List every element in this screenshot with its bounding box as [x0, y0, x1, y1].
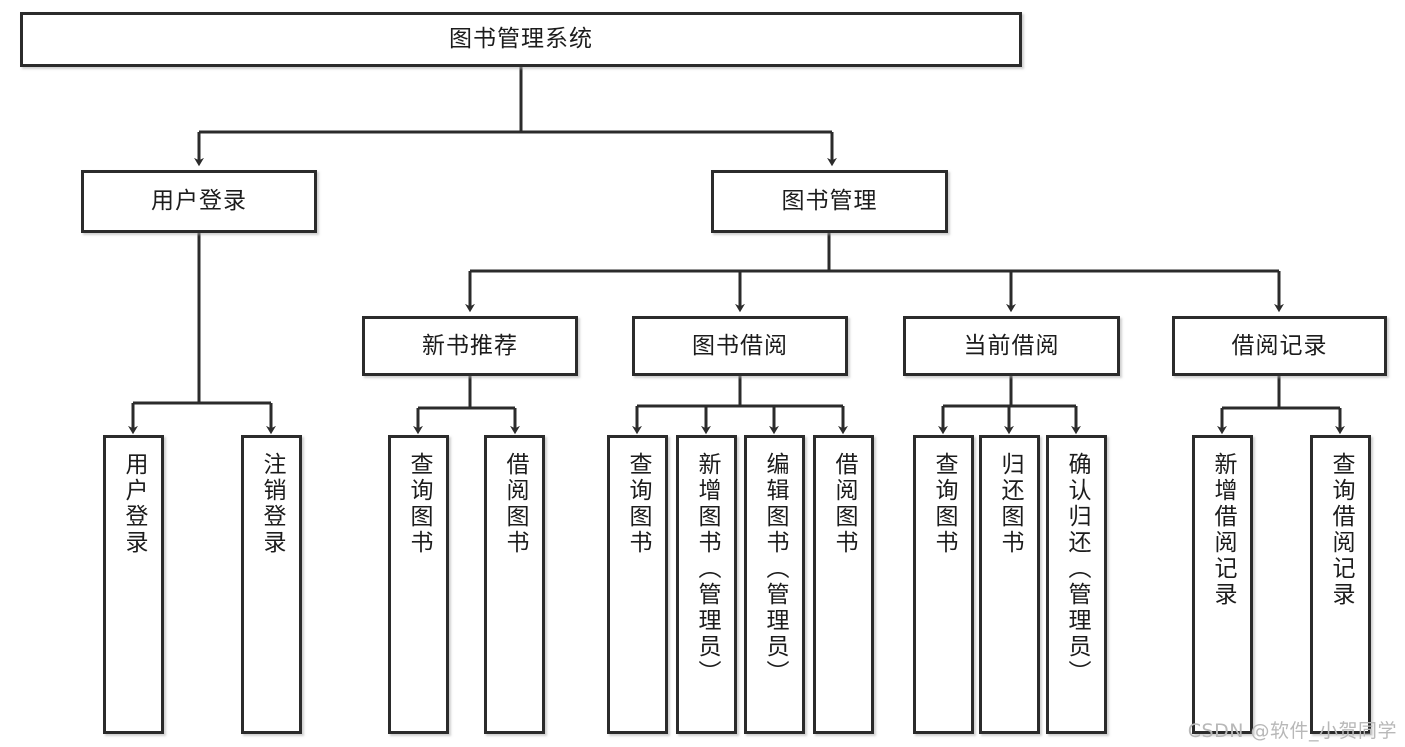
node-book-borrow[interactable]: 图书借阅 [632, 316, 848, 376]
node-label: 新增借阅记录 [1210, 452, 1236, 608]
node-book-management[interactable]: 图书管理 [711, 170, 948, 233]
node-label: 新书推荐 [422, 332, 518, 359]
node-label: 图书管理系统 [449, 26, 593, 53]
node-label: 查询图书 [931, 452, 957, 556]
node-label: 注销登录 [259, 452, 285, 556]
leaf-borrow-record-query-record[interactable]: 查询借阅记录 [1310, 435, 1371, 734]
node-label: 借阅图书 [831, 452, 857, 556]
node-label: 图书借阅 [692, 332, 788, 359]
leaf-book-borrow-add-book-admin[interactable]: 新增图书（管理员） [676, 435, 737, 734]
node-label: 编辑图书（管理员） [762, 452, 788, 686]
leaf-book-borrow-borrow-book[interactable]: 借阅图书 [813, 435, 874, 734]
node-new-book-recommend[interactable]: 新书推荐 [362, 316, 578, 376]
node-borrow-record[interactable]: 借阅记录 [1172, 316, 1387, 376]
node-label: 查询图书 [406, 452, 432, 556]
node-label: 归还图书 [997, 452, 1023, 556]
node-root-system[interactable]: 图书管理系统 [20, 12, 1022, 67]
leaf-new-book-query-book[interactable]: 查询图书 [388, 435, 449, 734]
node-user-login[interactable]: 用户登录 [81, 170, 317, 233]
node-label: 借阅图书 [502, 452, 528, 556]
leaf-current-borrow-confirm-return-admin[interactable]: 确认归还（管理员） [1046, 435, 1107, 734]
leaf-user-login-signout[interactable]: 注销登录 [241, 435, 302, 734]
leaf-current-borrow-query-book[interactable]: 查询图书 [913, 435, 974, 734]
csdn-watermark: CSDN @软件_小贺同学 [1187, 720, 1397, 742]
node-label: 用户登录 [151, 188, 247, 215]
leaf-borrow-record-add-record[interactable]: 新增借阅记录 [1192, 435, 1253, 734]
leaf-book-borrow-query-book[interactable]: 查询图书 [607, 435, 668, 734]
node-label: 新增图书（管理员） [694, 452, 720, 686]
node-label: 查询图书 [625, 452, 651, 556]
node-label: 图书管理 [781, 188, 878, 215]
node-label: 确认归还（管理员） [1064, 452, 1090, 686]
node-label: 借阅记录 [1231, 332, 1328, 359]
leaf-current-borrow-return-book[interactable]: 归还图书 [979, 435, 1040, 734]
leaf-book-borrow-edit-book-admin[interactable]: 编辑图书（管理员） [744, 435, 805, 734]
node-current-borrow[interactable]: 当前借阅 [903, 316, 1120, 376]
leaf-new-book-borrow-book[interactable]: 借阅图书 [484, 435, 545, 734]
node-label: 查询借阅记录 [1328, 452, 1354, 608]
leaf-user-login-signin[interactable]: 用户登录 [103, 435, 164, 734]
node-label: 当前借阅 [963, 332, 1060, 359]
node-label: 用户登录 [121, 452, 147, 556]
